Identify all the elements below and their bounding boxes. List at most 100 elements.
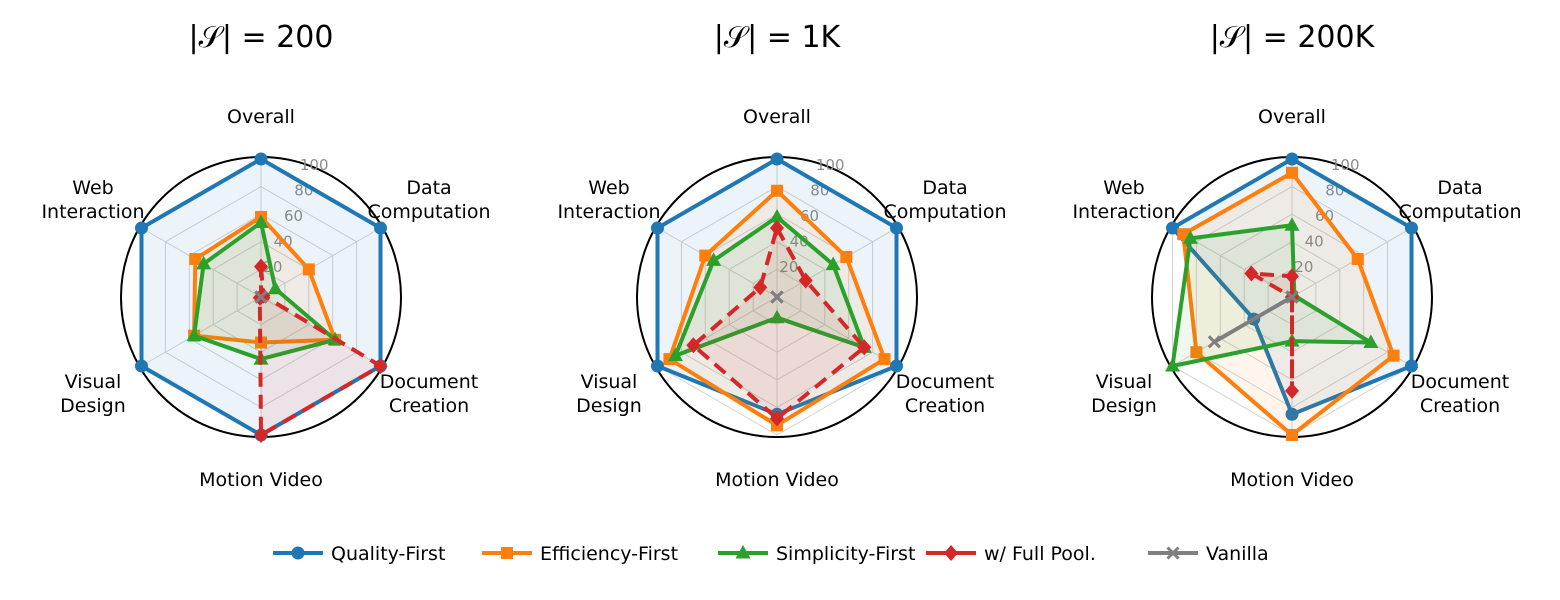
data-point (302, 263, 315, 276)
axis-label: Motion Video (199, 469, 323, 491)
legend-item: Vanilla (1148, 543, 1269, 565)
legend-label: Vanilla (1206, 543, 1269, 565)
radar-panels: |𝒮| = 20020406080100OverallDataComputati… (41, 20, 1521, 491)
r-tick-label: 100 (816, 156, 845, 174)
series-vanilla (770, 290, 784, 304)
data-point (890, 359, 904, 373)
legend-item: Efficiency-First (482, 543, 678, 565)
data-point (1190, 346, 1203, 359)
data-point (769, 309, 785, 324)
data-point (769, 208, 785, 223)
data-point (196, 255, 212, 270)
data-point (770, 290, 784, 304)
data-point (798, 272, 813, 289)
series-area (259, 266, 381, 435)
data-point (1285, 407, 1299, 421)
data-point (1165, 221, 1179, 235)
data-point (254, 152, 268, 166)
radar-panel-1: |𝒮| = 20020406080100OverallDataComputati… (41, 20, 490, 491)
panel-title: |𝒮| = 1K (714, 20, 842, 55)
axis-spoke (776, 227, 897, 298)
data-point (1177, 228, 1190, 241)
legend-marker (735, 545, 751, 559)
r-tick-label: 20 (779, 258, 798, 276)
axis-label: Overall (743, 106, 811, 128)
data-point (1285, 382, 1299, 399)
data-point (254, 258, 268, 275)
legend-marker (1166, 546, 1180, 560)
data-point (1405, 221, 1419, 235)
series-area (693, 228, 865, 419)
legend-label: Efficiency-First (540, 543, 678, 565)
r-tick-label: 100 (300, 156, 329, 174)
axis-label: Overall (227, 106, 295, 128)
series-vanilla (254, 290, 268, 304)
data-point (686, 337, 701, 354)
data-point (186, 327, 202, 342)
series-efficiency-first (1177, 166, 1400, 441)
data-point (1164, 358, 1180, 372)
data-point (770, 152, 784, 166)
data-point (254, 427, 268, 443)
data-point (771, 184, 783, 197)
legend-item: Simplicity-First (718, 543, 915, 565)
r-tick-label: 100 (1331, 156, 1360, 174)
chart-legend: Quality-First Efficiency-First Simplicity-… (273, 543, 1269, 565)
data-point (254, 290, 268, 304)
r-tick-label: 60 (284, 207, 303, 225)
data-point (650, 221, 664, 235)
data-point (1286, 429, 1298, 441)
panel-title: |𝒮| = 200K (1210, 20, 1376, 55)
series-area (1251, 273, 1292, 391)
r-tick-label: 40 (1305, 233, 1324, 251)
data-point (374, 221, 388, 235)
data-point (1363, 334, 1379, 349)
r-tick-label: 20 (1294, 258, 1313, 276)
data-point (1387, 349, 1400, 362)
legend-item: w/ Full Pool. (926, 543, 1096, 565)
series-area (657, 159, 897, 415)
data-point (373, 358, 388, 374)
series-area (669, 190, 885, 426)
axis-label: Motion Video (1230, 469, 1354, 491)
data-point (1285, 152, 1299, 166)
axis-spoke (260, 227, 381, 298)
data-point (1244, 265, 1259, 282)
data-point (189, 253, 202, 266)
axis-spoke (776, 296, 897, 367)
data-point (650, 359, 664, 373)
axis-label: Motion Video (715, 469, 839, 491)
data-point (770, 410, 784, 427)
axis-label: Overall (1258, 106, 1326, 128)
legend-label: Simplicity-First (776, 543, 915, 565)
data-point (890, 221, 904, 235)
series-w-full-pool- (686, 220, 872, 427)
axis-spoke (141, 296, 262, 367)
r-tick-label: 40 (790, 233, 809, 251)
radar-panel-2: |𝒮| = 1K20406080100OverallDataComputatio… (557, 20, 1006, 491)
data-point (840, 250, 853, 263)
legend-label: w/ Full Pool. (984, 543, 1096, 565)
data-point (1285, 268, 1299, 285)
panel-title: |𝒮| = 200 (189, 20, 334, 55)
legend-label: Quality-First (331, 543, 445, 565)
data-point (825, 256, 841, 271)
legend-marker (501, 547, 513, 559)
data-point (1285, 290, 1299, 304)
data-point (753, 279, 768, 296)
data-point (253, 214, 269, 228)
data-point (1405, 359, 1419, 373)
